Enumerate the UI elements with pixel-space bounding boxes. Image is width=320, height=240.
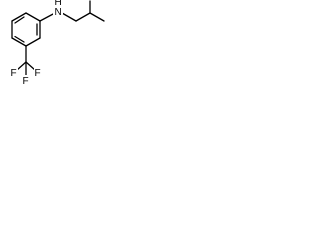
molecule-structure: N H F F F (10, 0, 105, 87)
hydrogen-atom: H (55, 0, 62, 8)
fluorine-atom-left: F (10, 67, 18, 79)
ch2-to-ch-bond (75, 12, 91, 22)
ring-bond-top-left (25, 12, 41, 22)
ch-to-methyl-right-bond (89, 12, 105, 22)
ring-bond-right (25, 37, 41, 47)
benzene-ring (11, 12, 41, 47)
cf3-to-f-left-bond (16, 61, 27, 71)
ring-bond-bottom (11, 37, 27, 47)
nitrogen-label: N (55, 7, 62, 18)
ring-bond-upper-left (11, 12, 27, 22)
hydrogen-label: H (55, 0, 62, 8)
nitrogen-atom: N (53, 6, 63, 18)
fluorine-atom-right: F (34, 67, 42, 79)
fluorine-label-bottom: F (23, 76, 29, 87)
fluorine-atom-bottom: F (22, 75, 30, 87)
cf3-to-f-right-bond (25, 61, 36, 71)
fluorine-label-left: F (11, 68, 17, 79)
ring-to-nitrogen-bond (39, 12, 56, 22)
fluorine-label-right: F (35, 68, 41, 79)
nitrogen-to-ch2-bond (61, 12, 77, 22)
ring-double-bond-3 (14, 16, 25, 24)
ring-double-bond-2 (14, 35, 25, 43)
